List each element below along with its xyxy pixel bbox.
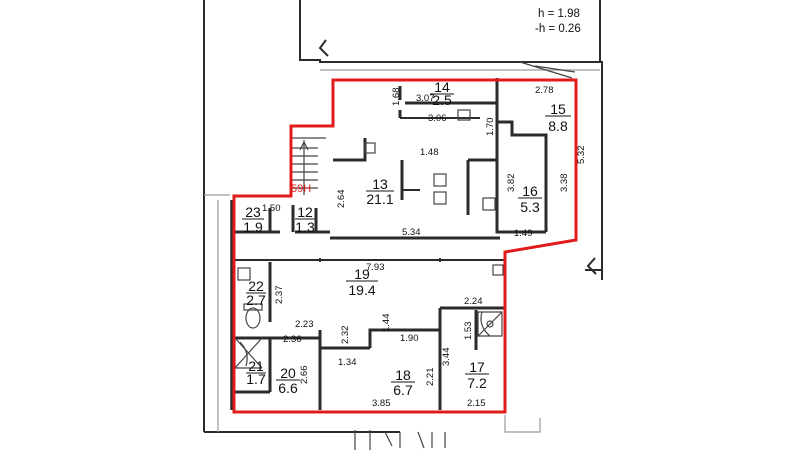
highlighted-area-outline: [232, 78, 578, 414]
dimension-labels: 1.68 3.07 3.06 2.78 1.70 1.48 3.82 3.38 …: [262, 85, 587, 409]
room-area: 6.6: [278, 380, 298, 396]
stair-symbol: [292, 137, 326, 195]
dimension-label: 2.32: [340, 326, 351, 345]
dimension-label: 7.93: [366, 262, 385, 273]
room-number: 14: [434, 79, 450, 95]
room-labels: 13 21.1 14 2.5 15 8.8 16 5.3 12 1.3 23 1…: [242, 79, 571, 398]
room-number: 15: [550, 101, 566, 117]
dimension-label: 1.70: [485, 118, 496, 137]
dimension-label: 3.85: [372, 398, 391, 409]
interior-walls: [230, 78, 548, 410]
dimension-label: 1.49: [514, 228, 533, 239]
room-area: 8.8: [548, 118, 568, 134]
room-area: 1.7: [246, 371, 266, 387]
room-number: 22: [248, 278, 264, 294]
room-number: 18: [395, 367, 411, 383]
room-area: 6.7: [393, 382, 413, 398]
room-area: 2.7: [246, 292, 266, 308]
room-number: 21: [248, 358, 264, 374]
fixtures: [234, 109, 504, 369]
room-area: 19.4: [348, 282, 375, 298]
room-area: 1.9: [243, 219, 263, 235]
room-area: 7.2: [467, 375, 487, 391]
dimension-label: 1.48: [420, 147, 439, 158]
room-number: 12: [297, 204, 313, 220]
dimension-label: 2.37: [274, 286, 285, 305]
dimension-label: 5.34: [402, 227, 421, 238]
room-area: 2.5: [432, 92, 452, 108]
dimension-label: 2.78: [535, 85, 554, 96]
dimension-label: 1.53: [463, 322, 474, 341]
dimension-label: 3.82: [506, 174, 517, 193]
stair-label: 59Н: [291, 183, 311, 195]
dimension-label: 2.64: [336, 190, 347, 209]
room-number: 17: [469, 359, 485, 375]
elevation-neg-h: -h = 0.26: [535, 23, 581, 35]
room-area: 5.3: [520, 199, 540, 215]
dimension-label: 1.90: [400, 333, 419, 344]
room-number: 16: [522, 183, 538, 199]
building-walls: [203, 0, 603, 450]
dimension-label: 2.15: [467, 398, 486, 409]
dimension-label: 2.24: [464, 296, 483, 307]
dimension-label: 2.36: [283, 334, 302, 345]
dimension-label: 3.38: [559, 174, 570, 193]
dimension-label: 2.21: [425, 368, 436, 387]
room-number: 23: [245, 204, 261, 220]
dimension-label: 1.50: [262, 203, 281, 214]
dimension-label: 5.32: [576, 146, 587, 165]
dimension-label: 2.66: [299, 366, 310, 385]
dimension-label: 3.07: [416, 93, 435, 104]
dimension-label: 1.44: [381, 314, 392, 333]
room-area: 21.1: [366, 191, 393, 207]
dimension-label: 1.68: [391, 88, 402, 107]
dimension-label: 2.23: [295, 319, 314, 330]
room-number: 13: [372, 176, 388, 192]
dimension-label: 3.44: [441, 348, 452, 367]
room-number: 19: [354, 266, 370, 282]
dimension-label: 3.06: [428, 113, 447, 124]
room-area: 1.3: [295, 219, 315, 235]
dimension-label: 1.34: [338, 357, 357, 368]
room-number: 20: [280, 365, 296, 381]
elevation-h: h = 1.98: [538, 8, 580, 20]
